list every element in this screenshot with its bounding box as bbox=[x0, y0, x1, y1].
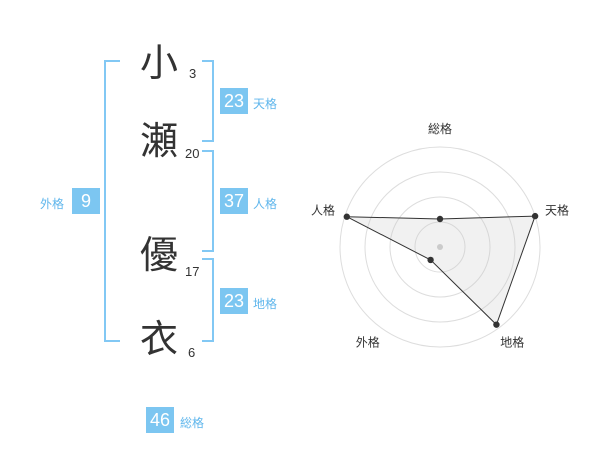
name-char-4: 衣 bbox=[140, 317, 179, 361]
radar-axis-label-4: 外格 bbox=[356, 334, 380, 349]
jinkaku-label: 人格 bbox=[253, 197, 278, 211]
jinkaku-bracket bbox=[202, 150, 214, 252]
gaikaku-label: 外格 bbox=[40, 197, 65, 211]
name-char-2: 瀬 bbox=[140, 119, 179, 163]
radar-point-3 bbox=[493, 321, 500, 328]
gaikaku-bracket bbox=[104, 60, 120, 342]
stroke-count-1: 3 bbox=[189, 66, 197, 81]
radar-grid bbox=[339, 146, 541, 348]
tenkaku-label: 天格 bbox=[253, 97, 278, 111]
jinkaku-value: 37 bbox=[220, 188, 248, 214]
radar-ring bbox=[339, 146, 541, 348]
radar-point-5 bbox=[343, 213, 350, 220]
radar-center bbox=[437, 244, 443, 250]
radar-axis-label-1: 総格 bbox=[428, 121, 452, 136]
radar-point-1 bbox=[436, 215, 444, 223]
name-char-1: 小 bbox=[140, 41, 179, 85]
stroke-count-3: 17 bbox=[185, 264, 200, 279]
radar-axis-label-2: 天格 bbox=[545, 203, 569, 218]
soukaku-value: 46 bbox=[146, 407, 174, 433]
chikaku-label: 地格 bbox=[253, 297, 278, 311]
radar-point-2 bbox=[531, 212, 539, 220]
radar-ring bbox=[389, 196, 491, 298]
radar-area bbox=[346, 215, 536, 326]
name-char-3: 優 bbox=[140, 233, 179, 277]
tenkaku-bracket bbox=[202, 60, 214, 142]
chikaku-value: 23 bbox=[220, 288, 248, 314]
chikaku-bracket bbox=[202, 258, 214, 342]
gaikaku-value: 9 bbox=[72, 188, 100, 214]
stroke-count-4: 6 bbox=[188, 345, 196, 360]
soukaku-label: 総格 bbox=[180, 416, 205, 430]
stroke-count-2: 20 bbox=[185, 146, 200, 161]
radar-points bbox=[343, 212, 539, 328]
radar-ring bbox=[364, 171, 516, 323]
radar-point-4 bbox=[427, 256, 434, 264]
radar-axis-label-3: 地格 bbox=[500, 334, 524, 349]
tenkaku-value: 23 bbox=[220, 88, 248, 114]
radar-axis-label-5: 人格 bbox=[311, 203, 335, 218]
